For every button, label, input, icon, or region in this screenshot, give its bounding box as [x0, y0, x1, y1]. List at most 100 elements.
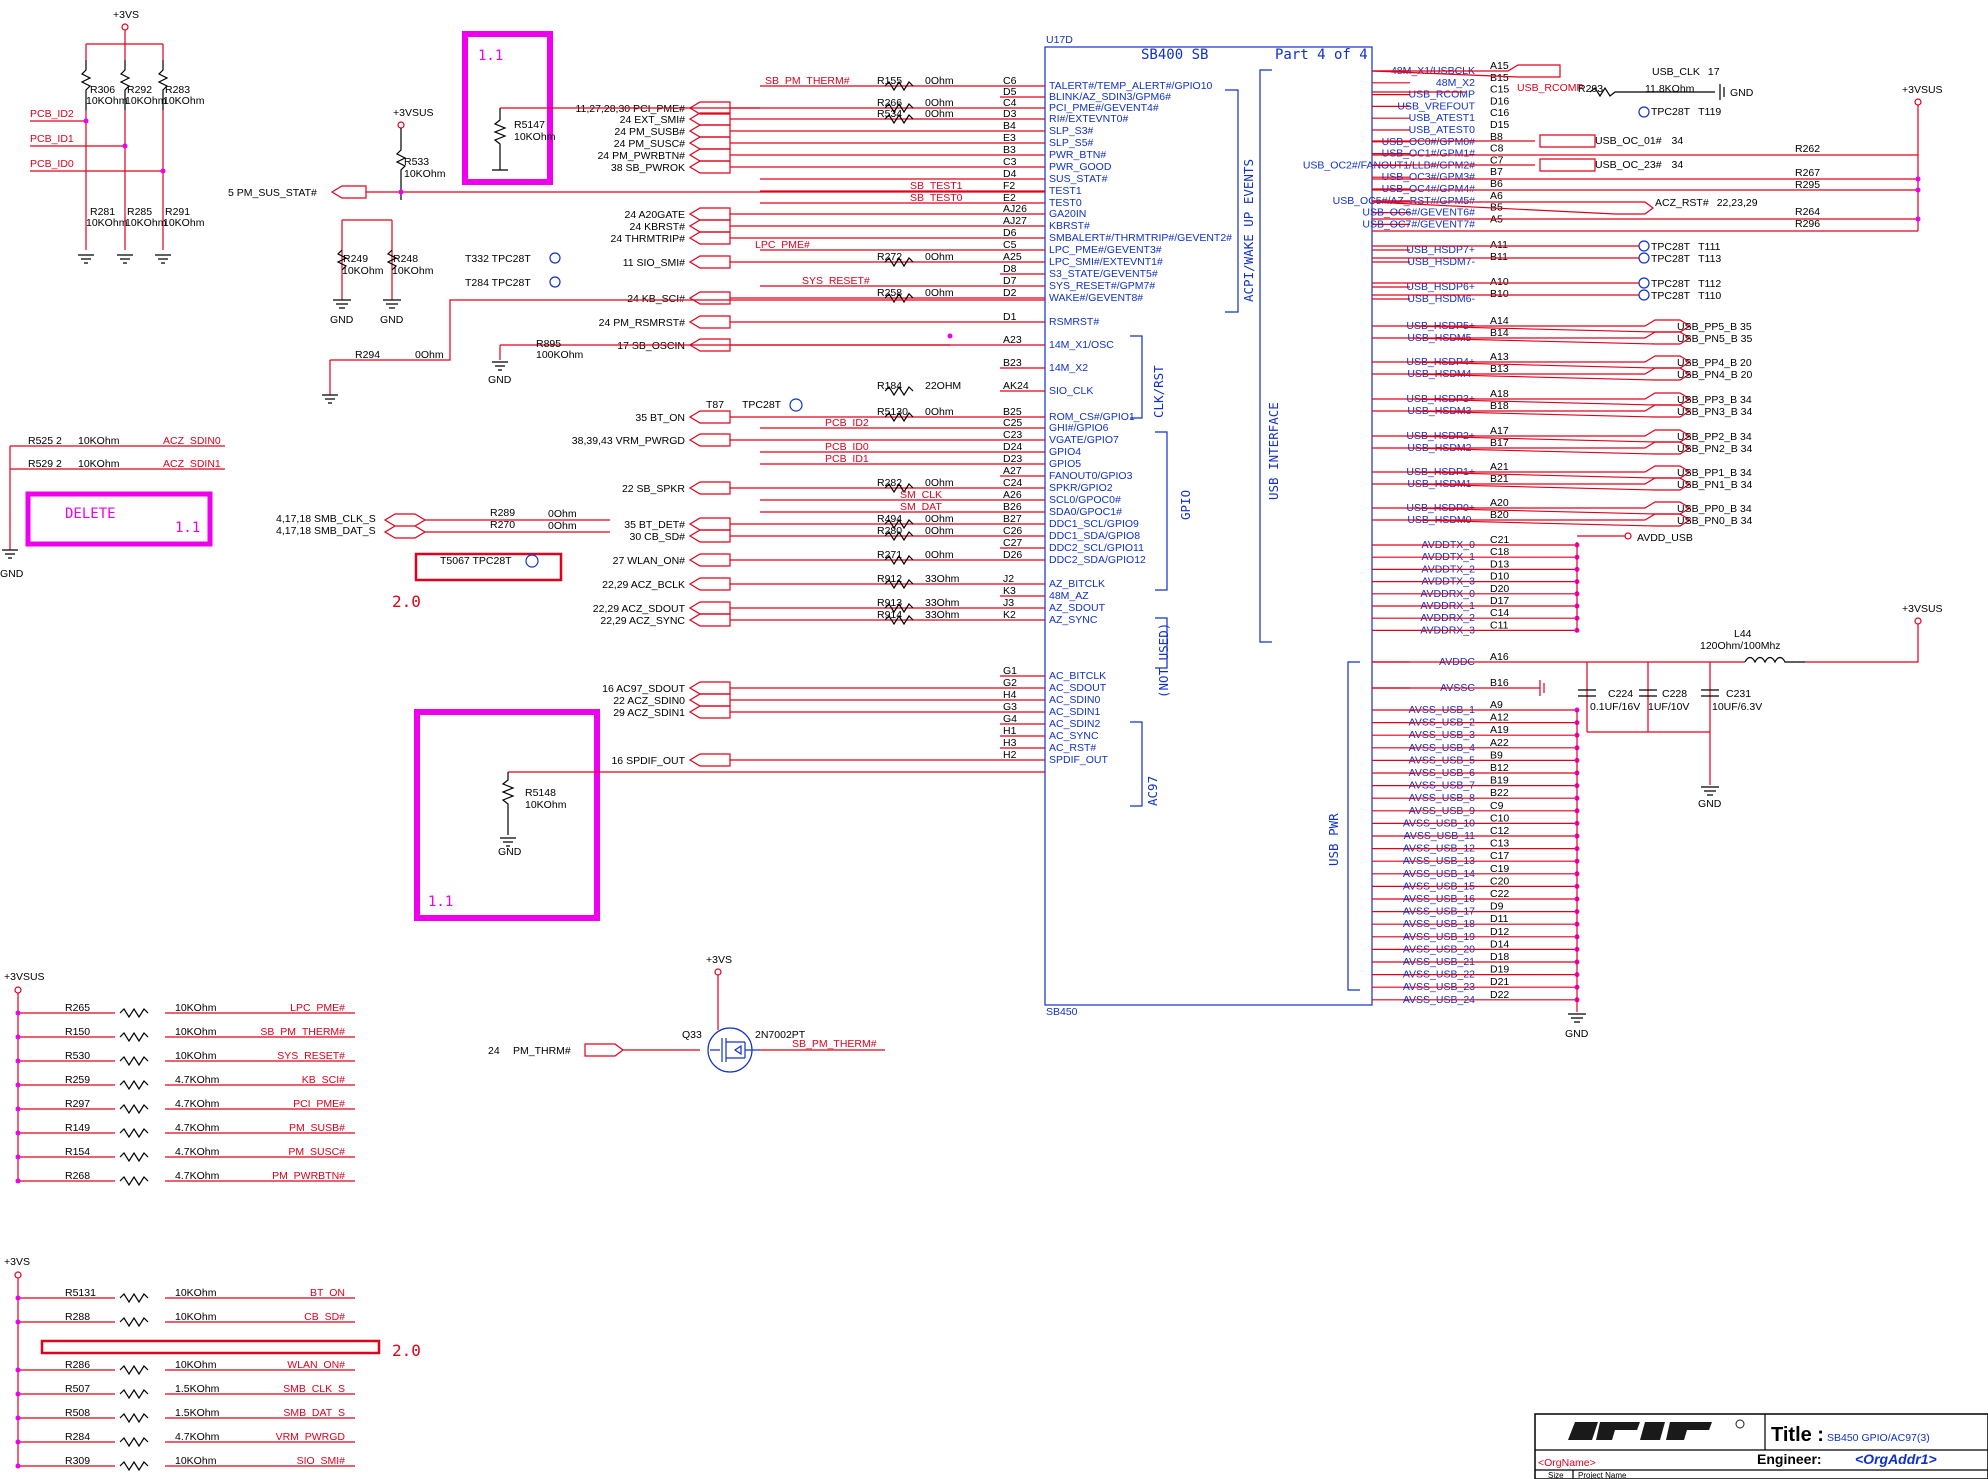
net-label: SB_TEST0: [910, 192, 963, 204]
net-label: CB_SD#: [304, 1311, 345, 1323]
pin-name: PCI_PME#/GEVENT4#: [1049, 102, 1159, 114]
pin-number: B21: [1490, 473, 1509, 485]
svg-text:10KOhm: 10KOhm: [404, 168, 446, 180]
pin-number: D8: [1003, 263, 1017, 275]
resistor-value: 10KOhm: [175, 1287, 217, 1299]
svg-text:0Ohm: 0Ohm: [548, 520, 577, 532]
net-label: PCB_ID1: [825, 453, 869, 465]
chip-u17d: U17D SB400 SB Part 4 of 4 SB450: [1044, 34, 1373, 1018]
delete-label: DELETE: [65, 506, 116, 522]
pin-number: D22: [1490, 989, 1509, 1001]
pin-name: USB_HSDP6+: [1406, 281, 1475, 293]
resistor-value: 10KOhm: [175, 1311, 217, 1323]
pin-number: B6: [1490, 178, 1503, 190]
pin-name: SLP_S5#: [1049, 137, 1094, 149]
pin-number: G3: [1003, 701, 1017, 713]
net-label: PM_PWRBTN#: [272, 1170, 345, 1182]
pin-number: H3: [1003, 737, 1017, 749]
usb-net-label: USB_PN4_B 20: [1677, 369, 1752, 381]
engineer-value: <OrgAddr1>: [1855, 1451, 1937, 1467]
resistor-value: 10KOhm: [175, 1455, 217, 1467]
usb-net-label: USB_PP1_B 34: [1677, 467, 1752, 479]
svg-text:R306: R306: [90, 84, 115, 96]
pin-number: C4: [1003, 97, 1017, 109]
pin-number: A16: [1490, 651, 1509, 663]
net-label: 11 SIO_SMI#: [623, 257, 685, 269]
pin-number: A11: [1490, 239, 1508, 251]
pin-name: AZ_SDOUT: [1049, 602, 1106, 614]
net-label: 24 PM_SUSB#: [614, 126, 685, 138]
net-label: 22 SB_SPKR: [622, 483, 685, 495]
svg-text:R895: R895: [536, 338, 561, 350]
pin-name: WAKE#/GEVENT8#: [1049, 292, 1143, 304]
resistor-ref: R5131: [65, 1287, 96, 1299]
rail-label: +3VS: [4, 1256, 30, 1268]
pin-number: C22: [1490, 888, 1509, 900]
pin-name: USB_OC1#/GPM1#: [1382, 148, 1476, 160]
resistor-ref: R184: [877, 380, 902, 392]
pin-number: A25: [1003, 251, 1022, 263]
net-label: SMB_CLK_S: [283, 1383, 345, 1395]
resistor-ref: R5130: [877, 406, 908, 418]
pin-name: GHI#/GPIO6: [1049, 422, 1109, 434]
net-label: 11,27,28,30 PCI_PME#: [575, 103, 685, 115]
pin-number: B4: [1003, 120, 1016, 132]
pin-number: D6: [1003, 227, 1017, 239]
pin-name: USB_OC3#/GPM3#: [1382, 171, 1476, 183]
rail-label: +3VSUS: [1902, 603, 1943, 615]
pin-number: B18: [1490, 400, 1509, 412]
pin-number: A9: [1490, 699, 1503, 711]
svg-text:T332 TPC28T: T332 TPC28T: [465, 253, 531, 265]
svg-text:4,17,18 SMB_CLK_S: 4,17,18 SMB_CLK_S: [276, 513, 376, 525]
svg-text:C231: C231: [1726, 688, 1751, 700]
svg-text:0.1UF/16V: 0.1UF/16V: [1590, 701, 1640, 713]
pin-name: AC_RST#: [1049, 742, 1096, 754]
pin-number: C21: [1490, 534, 1509, 546]
pin-number: A18: [1490, 388, 1509, 400]
pin-name: GA20IN: [1049, 208, 1086, 220]
svg-text:C228: C228: [1662, 688, 1687, 700]
sheet-title: SB450 GPIO/AC97(3): [1827, 1432, 1930, 1444]
usb-net-label: USB_PP4_B 20: [1677, 357, 1752, 369]
pin-number: AK24: [1003, 380, 1029, 392]
pin-number: C23: [1003, 429, 1022, 441]
r293-val: 11.8KOhm: [1645, 83, 1695, 95]
svg-text:R529 2: R529 2: [28, 458, 62, 470]
org-name: <OrgName>: [1538, 1457, 1596, 1469]
q33-transistor: +3VS Q33 2N7002PT 24 PM_THRM# SB_PM_THER…: [488, 954, 885, 1073]
resistor-ref: R912: [877, 573, 902, 585]
pin-name: TALERT#/TEMP_ALERT#/GPIO10: [1049, 80, 1213, 92]
rail-label: +3VSUS: [4, 971, 45, 983]
pin-number: D9: [1490, 901, 1504, 913]
pin-number: C24: [1003, 477, 1022, 489]
svg-text:R262: R262: [1795, 143, 1820, 155]
svg-text:GND: GND: [498, 846, 522, 858]
pin-number: A19: [1490, 724, 1509, 736]
svg-text:1UF/10V: 1UF/10V: [1648, 701, 1689, 713]
resistor-value: 4.7KOhm: [175, 1170, 220, 1182]
svg-text:R533: R533: [404, 156, 429, 168]
pin-number: G1: [1003, 665, 1017, 677]
